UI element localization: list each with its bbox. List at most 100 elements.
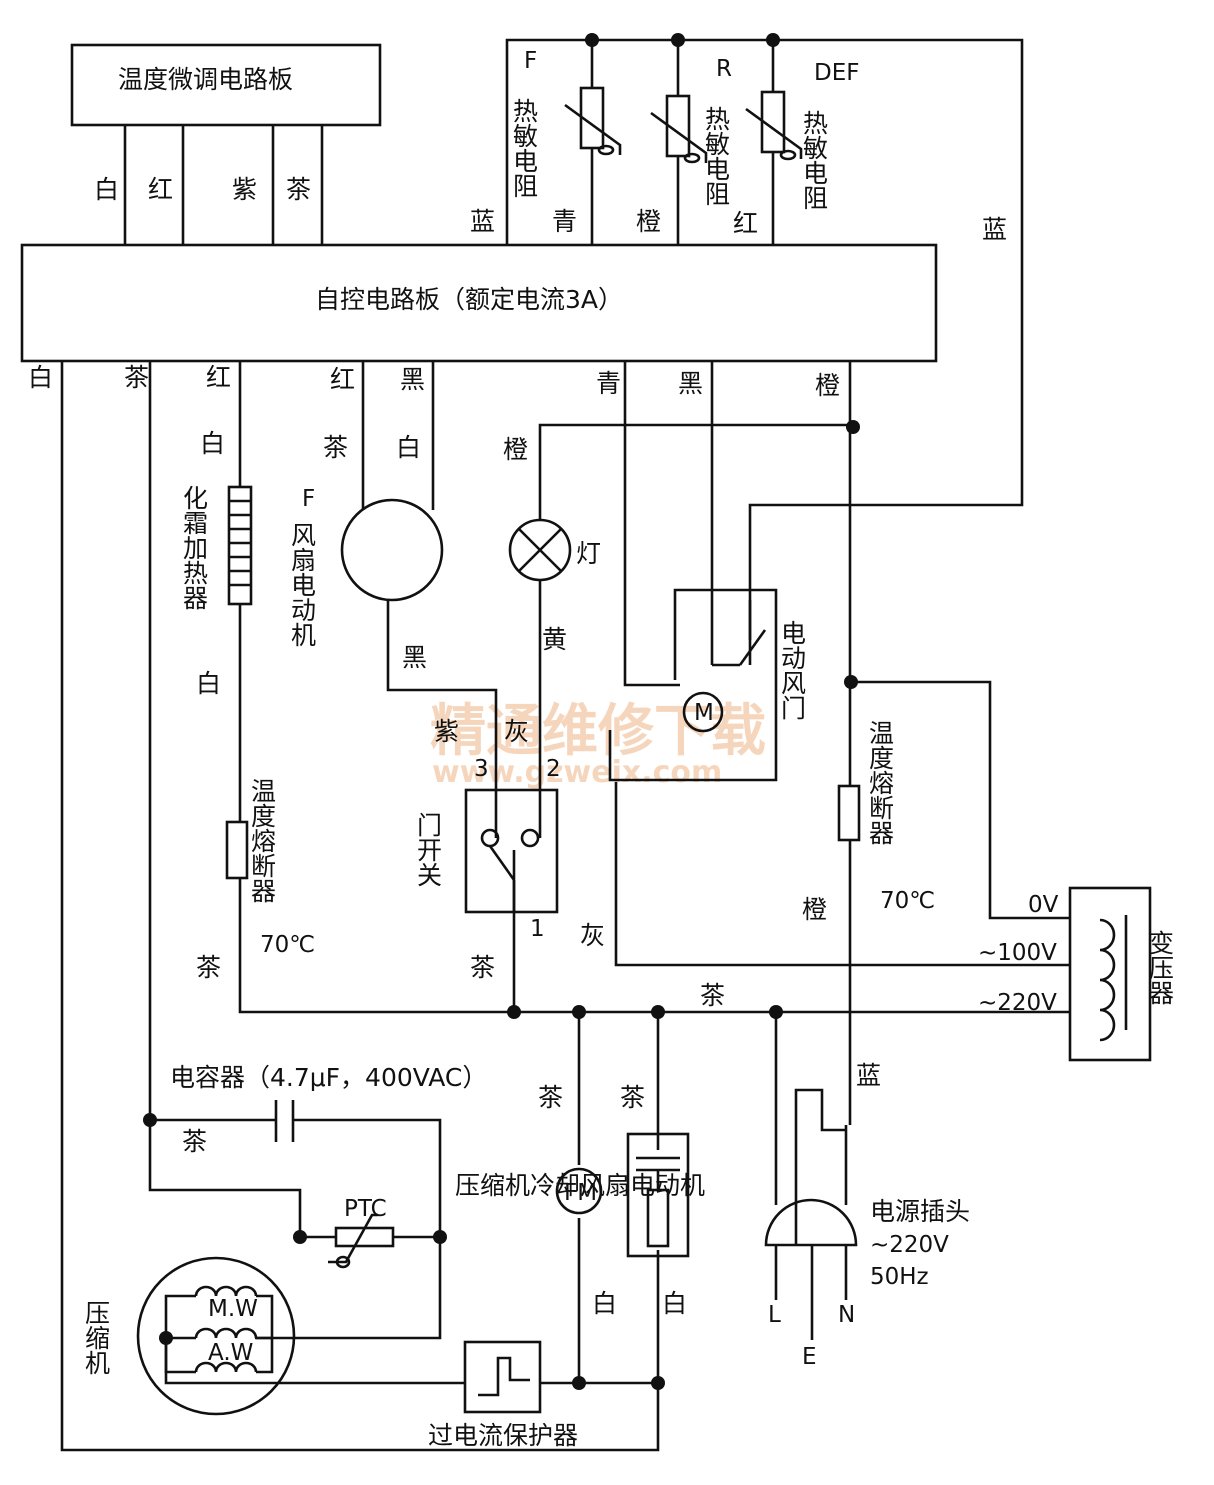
cooling-fan-label-text: 压缩机冷却风扇电动机 [455, 1171, 705, 1200]
switch-terminal-3: 3 [474, 756, 489, 782]
cap2-wire-bottom: 白 [662, 1289, 687, 1318]
fuse-left [225, 820, 249, 880]
wire-label-qing-1: 青 [552, 207, 577, 236]
wire-label-cheng-2: 橙 [815, 371, 840, 400]
main-control-board [20, 243, 938, 363]
ptc-starter [328, 1213, 395, 1269]
wire-label-lan-1: 蓝 [470, 207, 495, 236]
wire-label-qing-2: 青 [596, 369, 621, 398]
wire-label-cha-fan: 茶 [323, 433, 348, 462]
wire-label-hong-left: 红 [206, 363, 231, 392]
run-capacitor [274, 1100, 295, 1142]
cooling-fan-label: 压缩机冷却风扇电动机 [455, 1171, 705, 1200]
door-switch [464, 788, 559, 914]
fuse-right-temp: 70℃ [880, 888, 935, 914]
tap-0v: 0V [1028, 892, 1059, 918]
aux-winding-label: A.W [208, 1340, 253, 1366]
wire-label-bai-fan: 白 [396, 433, 421, 462]
wire-label-huang: 黄 [542, 625, 567, 654]
fan-motor-label: 风扇电动机 [288, 522, 317, 647]
top-wires [123, 125, 324, 245]
transformer [1068, 886, 1152, 1062]
fm-wire-bottom: 白 [592, 1289, 617, 1318]
wire-label-cheng-1: 橙 [636, 207, 661, 236]
pin-n: N [838, 1302, 855, 1328]
watermark-url: www.gzweix.com [432, 755, 722, 790]
wire-label-cha: 茶 [286, 175, 311, 204]
fan-motor-prefix: F [302, 486, 315, 512]
wire-label-bai-left: 白 [28, 363, 53, 392]
fm-label: FM [564, 1180, 597, 1206]
wire-label-hong-fan: 红 [330, 365, 355, 394]
fuse-right [837, 784, 861, 842]
wire-label-cha-heater: 茶 [196, 953, 221, 982]
capacitor-wire-label: 茶 [182, 1127, 207, 1156]
def-thermistor-label: 热敏电阻 [800, 110, 829, 210]
wire-label-hui: 灰 [504, 717, 529, 746]
tap-220v: ~220V [978, 990, 1057, 1016]
pin-l: L [768, 1302, 781, 1328]
wire-label-zi: 紫 [232, 175, 257, 204]
wire-label-bai-heater: 白 [196, 669, 221, 698]
tap-100v: ~100V [978, 940, 1057, 966]
wire-label-hong-2: 红 [733, 209, 758, 238]
wire-label-hei-2: 黑 [678, 369, 703, 398]
f-thermistor-prefix: F [524, 48, 537, 74]
wire-label-cheng-lamp: 橙 [503, 435, 528, 464]
compressor-label: 压缩机 [82, 1300, 111, 1375]
thermistor-wiring [505, 38, 1024, 665]
fm-wire-top: 茶 [538, 1083, 563, 1112]
capacitor-resistor-unit [626, 1132, 690, 1258]
switch-terminal-1: 1 [530, 916, 545, 942]
compressor [136, 1256, 296, 1416]
overload-protector [463, 1340, 542, 1414]
defrost-heater-label: 化霜加热器 [180, 485, 209, 610]
plug-frequency: 50Hz [870, 1264, 929, 1290]
plug-label: 电源插头 [870, 1197, 970, 1226]
fuse-left-temp: 70℃ [260, 932, 315, 958]
wire-label-cheng-3: 橙 [802, 895, 827, 924]
wire-label-lan-3: 蓝 [856, 1061, 881, 1090]
transformer-label: 变压器 [1146, 930, 1175, 1005]
main-control-board-label: 自控电路板（额定电流3A） [315, 285, 623, 314]
wire-label-hui-2: 灰 [580, 921, 605, 950]
pin-e: E [802, 1344, 817, 1370]
ptc-label: PTC [344, 1196, 387, 1222]
damper-motor-letter: M [694, 700, 714, 726]
fuse-left-label: 温度熔断器 [248, 778, 277, 903]
overload-label: 过电流保护器 [428, 1421, 578, 1450]
wire-label-bai: 白 [94, 175, 119, 204]
def-thermistor-prefix: DEF [814, 60, 859, 86]
damper-label: 电动风门 [778, 620, 807, 720]
fine-tune-board-label: 温度微调电路板 [118, 65, 293, 94]
main-winding-label: M.W [208, 1296, 258, 1322]
lamp-label: 灯 [576, 539, 601, 568]
junction-dots [143, 420, 860, 1390]
wire-label-lan-2: 蓝 [982, 215, 1007, 244]
fan-motor [340, 498, 444, 602]
plug-voltage: ~220V [870, 1232, 949, 1258]
door-switch-label: 门开关 [414, 812, 443, 887]
wire-label-hei-3: 黑 [402, 643, 427, 672]
wire-label-bai-heater-top: 白 [200, 429, 225, 458]
lamp [508, 518, 572, 582]
wire-label-cha-switch: 茶 [470, 953, 495, 982]
fan-motor-fm [555, 1167, 603, 1215]
wire-label-hei-fan: 黑 [400, 365, 425, 394]
junction-dots-top [585, 33, 780, 47]
fine-tune-board [70, 43, 382, 127]
damper-motor [682, 691, 724, 733]
r-thermistor-prefix: R [716, 56, 732, 82]
wire-label-hong: 红 [148, 175, 173, 204]
defrost-heater [227, 485, 253, 606]
wire-label-cha-left: 茶 [124, 363, 149, 392]
f-thermistor-label: 热敏电阻 [510, 98, 539, 198]
cap2-wire-top: 茶 [620, 1083, 645, 1112]
wire-label-zi: 紫 [434, 717, 459, 746]
power-plug [764, 1088, 858, 1340]
switch-terminal-2: 2 [546, 756, 561, 782]
r-thermistor-label: 热敏电阻 [702, 106, 731, 206]
wire-label-cha-bus: 茶 [700, 981, 725, 1010]
capacitor-label: 电容器（4.7μF，400VAC） [170, 1063, 487, 1092]
